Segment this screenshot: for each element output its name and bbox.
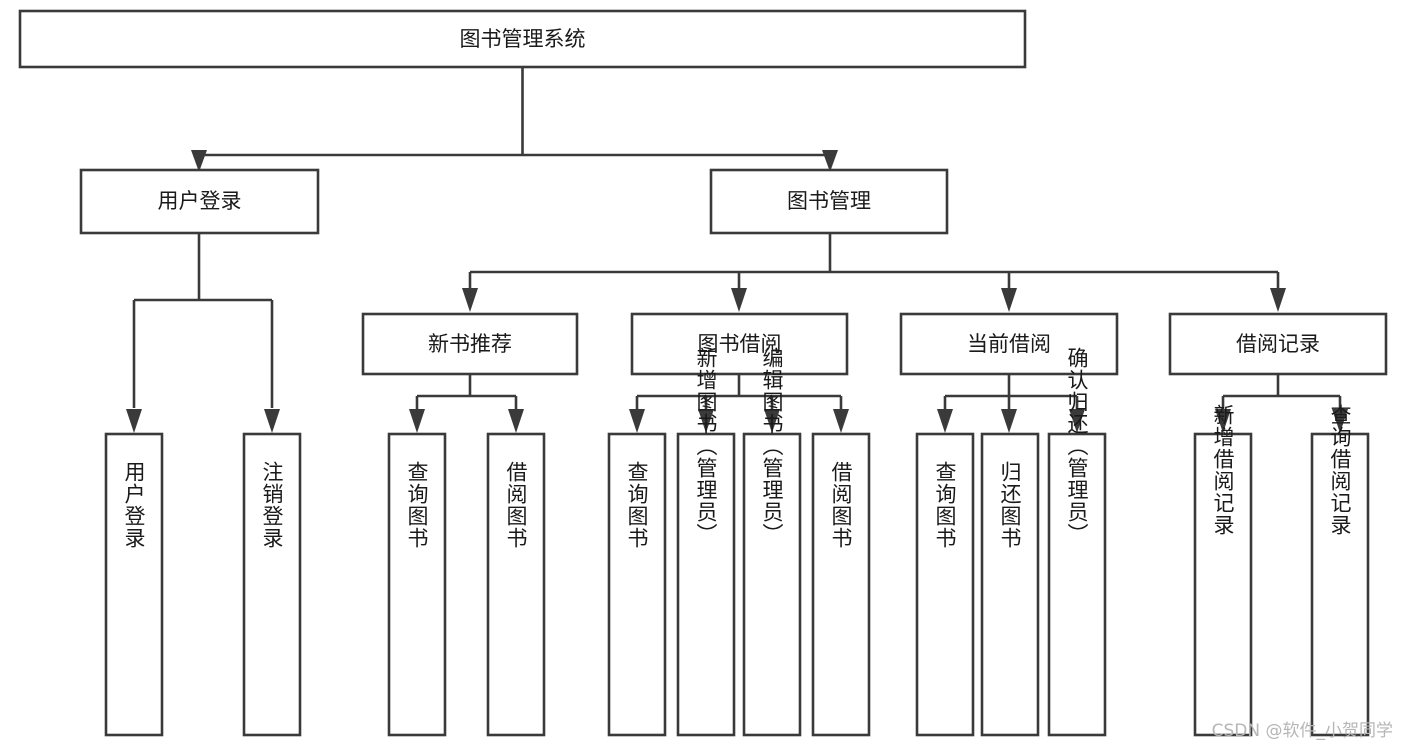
node-current-borrow[interactable]: 当前借阅	[899, 312, 1119, 376]
node-leaf-user-login[interactable]: 用户登录	[104, 432, 164, 737]
node-leaf-confirm-return-box[interactable]	[1047, 432, 1107, 737]
node-leaf-confirm-return[interactable]: 确认归还（管理员）	[1047, 347, 1107, 737]
node-leaf-borrow-book-1-label: 借阅图书	[504, 461, 528, 549]
node-leaf-return-book-label: 归还图书	[998, 461, 1022, 549]
edge-root-trunk	[197, 67, 832, 162]
node-leaf-query-book-1-label: 查询图书	[405, 461, 429, 549]
node-new-book-rec-box[interactable]	[361, 312, 579, 376]
arrowhead-leaf-borrow-book-2	[833, 409, 849, 433]
node-root-label: 图书管理系统	[460, 27, 586, 51]
node-new-book-rec[interactable]: 新书推荐	[361, 312, 579, 376]
arrowhead-leaf-return-book	[1001, 409, 1017, 433]
node-user-login-box[interactable]	[79, 168, 320, 235]
node-book-manage[interactable]: 图书管理	[709, 168, 949, 235]
node-borrow-record-label: 借阅记录	[1236, 332, 1320, 356]
node-leaf-query-book-3-label: 查询图书	[933, 461, 957, 549]
node-borrow-record[interactable]: 借阅记录	[1168, 312, 1388, 376]
node-user-login[interactable]: 用户登录	[79, 168, 320, 235]
arrowhead-leaf-query-book-1	[409, 409, 425, 433]
node-leaf-user-login-box[interactable]	[104, 432, 164, 737]
node-leaf-edit-book-label: 编辑图书（管理员）	[760, 347, 784, 545]
arrowhead-leaf-add-book	[698, 409, 714, 433]
arrowhead-to-user-login	[191, 150, 207, 172]
node-current-borrow-box[interactable]	[899, 312, 1119, 376]
edge-user-login-trunk	[132, 233, 274, 408]
edge-new-book-rec-trunk	[415, 374, 518, 410]
arrowhead-to-borrow-record	[1270, 288, 1286, 312]
node-leaf-borrow-book-2-box[interactable]	[811, 432, 871, 737]
arrowhead-leaf-borrow-book-1	[508, 409, 524, 433]
node-leaf-return-book[interactable]: 归还图书	[980, 432, 1040, 737]
node-leaf-edit-book-box[interactable]	[742, 432, 802, 737]
node-leaf-query-book-1-box[interactable]	[387, 432, 447, 737]
node-leaf-add-book[interactable]: 新增图书（管理员）	[676, 347, 736, 737]
arrowhead-to-new-book-rec	[462, 288, 478, 312]
arrowhead-leaf-confirm-return	[1069, 409, 1085, 433]
arrowhead-leaf-query-record	[1332, 409, 1348, 433]
node-leaf-user-login-label: 用户登录	[122, 461, 146, 549]
csdn-watermark: CSDN @软件_小贺同学	[1211, 721, 1393, 741]
node-leaf-borrow-book-2-label: 借阅图书	[829, 461, 853, 549]
arrowhead-leaf-query-book-3	[937, 409, 953, 433]
edge-book-borrow-trunk	[635, 374, 843, 410]
node-leaf-query-record[interactable]: 查询借阅记录	[1310, 404, 1370, 737]
node-leaf-borrow-book-1-box[interactable]	[486, 432, 546, 737]
arrowhead-to-book-manage	[822, 150, 838, 172]
node-leaf-add-book-label: 新增图书（管理员）	[694, 347, 718, 545]
edge-borrow-record-trunk	[1221, 374, 1342, 410]
arrowhead-to-book-borrow	[731, 288, 747, 312]
arrowhead-leaf-user-login	[126, 409, 142, 433]
node-leaf-borrow-book-1[interactable]: 借阅图书	[486, 432, 546, 737]
node-leaf-borrow-book-2[interactable]: 借阅图书	[811, 432, 871, 737]
arrowhead-leaf-add-record	[1215, 409, 1231, 433]
node-book-manage-box[interactable]	[709, 168, 949, 235]
node-leaf-query-book-3[interactable]: 查询图书	[915, 432, 975, 737]
node-leaf-logout-label: 注销登录	[260, 461, 284, 549]
node-root[interactable]: 图书管理系统	[18, 9, 1027, 69]
node-leaf-confirm-return-label: 确认归还（管理员）	[1065, 347, 1089, 545]
node-current-borrow-label: 当前借阅	[967, 332, 1051, 356]
node-leaf-logout-box[interactable]	[242, 432, 302, 737]
node-leaf-return-book-box[interactable]	[980, 432, 1040, 737]
node-leaf-add-record-label: 新增借阅记录	[1211, 404, 1235, 536]
arrowhead-leaf-logout	[264, 409, 280, 433]
node-root-box[interactable]	[18, 9, 1027, 69]
node-leaf-query-book-1[interactable]: 查询图书	[387, 432, 447, 737]
node-book-borrow[interactable]: 图书借阅	[630, 312, 849, 376]
node-book-manage-label: 图书管理	[787, 189, 871, 213]
connectors-layer	[126, 67, 1348, 433]
node-user-login-label: 用户登录	[158, 189, 242, 213]
edge-book-manage-trunk	[468, 233, 1280, 290]
node-leaf-add-record-box[interactable]	[1193, 432, 1253, 737]
node-leaf-edit-book[interactable]: 编辑图书（管理员）	[742, 347, 802, 737]
node-leaf-query-book-2-box[interactable]	[607, 432, 667, 737]
node-leaf-logout[interactable]: 注销登录	[242, 432, 302, 737]
node-leaf-query-book-2[interactable]: 查询图书	[607, 432, 667, 737]
arrowhead-to-current-borrow	[1001, 288, 1017, 312]
arrowhead-leaf-query-book-2	[629, 409, 645, 433]
node-leaf-query-record-label: 查询借阅记录	[1328, 404, 1352, 536]
node-leaf-query-book-3-box[interactable]	[915, 432, 975, 737]
node-new-book-rec-label: 新书推荐	[428, 332, 512, 356]
edge-current-borrow-trunk	[943, 374, 1079, 410]
node-book-borrow-box[interactable]	[630, 312, 849, 376]
arrowhead-leaf-edit-book	[764, 409, 780, 433]
node-leaf-query-record-box[interactable]	[1310, 432, 1370, 737]
node-leaf-add-record[interactable]: 新增借阅记录	[1193, 404, 1253, 737]
node-leaf-query-book-2-label: 查询图书	[625, 461, 649, 549]
node-book-borrow-label: 图书借阅	[698, 332, 782, 356]
node-leaf-add-book-box[interactable]	[676, 432, 736, 737]
node-borrow-record-box[interactable]	[1168, 312, 1388, 376]
